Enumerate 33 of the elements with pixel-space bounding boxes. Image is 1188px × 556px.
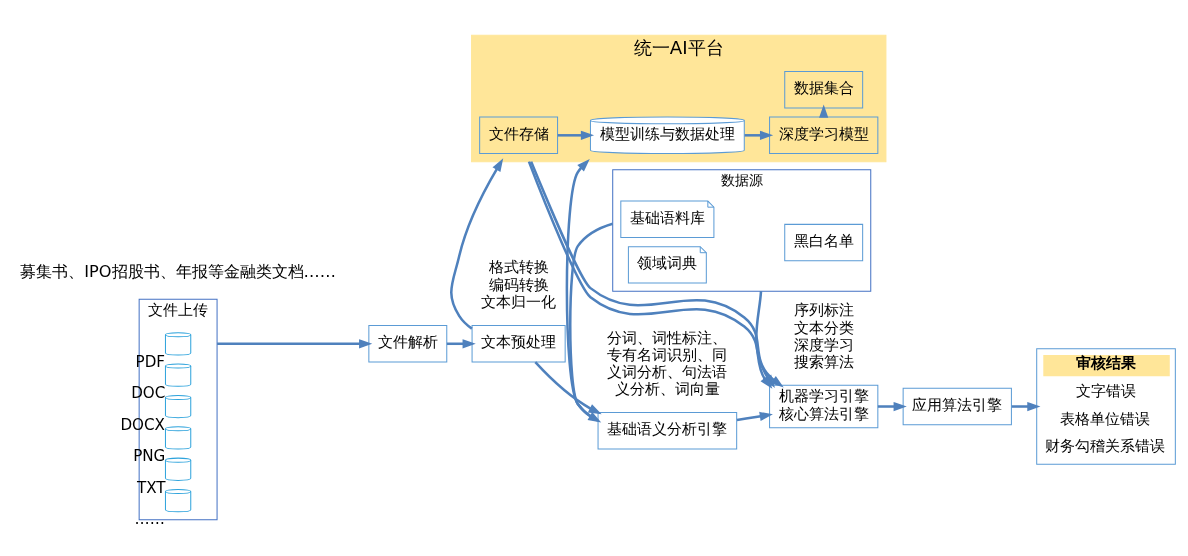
arrow: [877, 401, 907, 412]
node-box: 黑白名单: [784, 223, 864, 262]
node-box: 应用算法引擎: [902, 387, 1012, 426]
arrow: [736, 411, 773, 422]
node-label: 格式转换: [488, 258, 549, 277]
node-box: 基础语义分析引擎: [597, 412, 738, 450]
node-box: 文件解析: [368, 325, 448, 363]
arrow: [450, 158, 504, 330]
node-label: 搜索算法: [793, 353, 854, 372]
node-label: 编码转换: [488, 275, 549, 294]
node-label: 深度学习: [793, 335, 854, 354]
node-label: TXT: [136, 478, 166, 497]
node-label: DOC: [131, 384, 166, 403]
label: 募集书、IPO招股书、年报等金融类文档……: [20, 261, 336, 281]
arrow: [569, 222, 614, 423]
node-label: PNG: [133, 447, 166, 466]
arrow: [557, 130, 595, 140]
arrow: [744, 130, 774, 140]
node-box: 数据集合: [784, 71, 864, 109]
node-label: DOCX: [120, 415, 165, 434]
node-label: 序列标注: [793, 301, 854, 320]
node-label: 文本归一化: [481, 292, 557, 311]
node-box: 文件存储: [479, 116, 559, 155]
arrow: [534, 361, 602, 415]
arrow: [217, 339, 373, 349]
node-label: PDF: [135, 353, 166, 372]
node-box: 文本预处理: [471, 325, 566, 363]
node-label: ……: [134, 509, 165, 528]
node-box: 审核结果 文字错误 表格单位错误 财务勾稽关系错误: [1036, 348, 1176, 465]
node-label: 文本分类: [793, 318, 854, 337]
node-box: 机器学习引擎 核心算法引擎: [769, 384, 879, 429]
arrow: [1011, 401, 1041, 412]
node-label: 分词、词性标注、专有名词识别、同义词分析、句法语义分析、词向量: [607, 328, 728, 399]
